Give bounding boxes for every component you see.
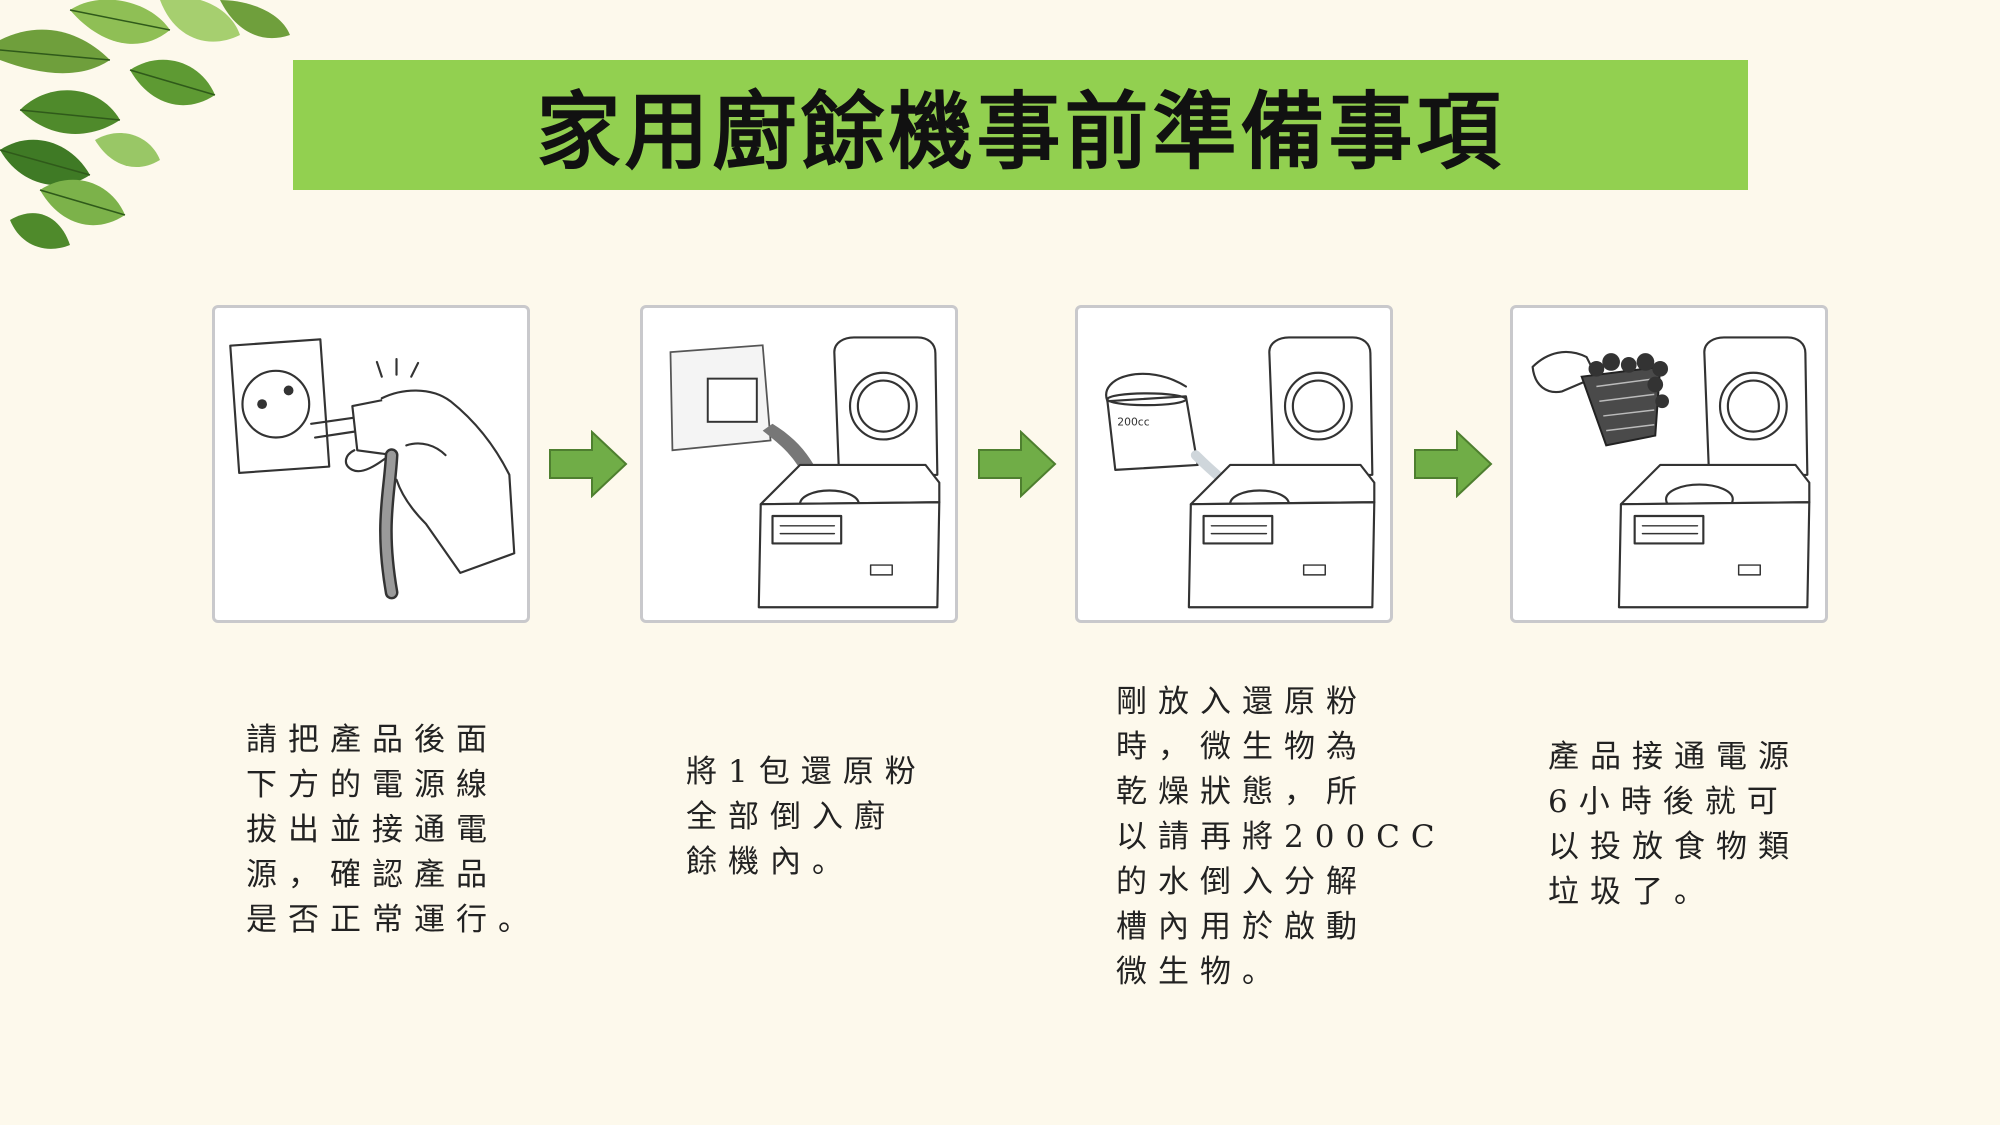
arrow-right-icon: [1414, 430, 1493, 498]
step-2-illustration: [640, 305, 958, 623]
page-title: 家用廚餘機事前準備事項: [536, 82, 1505, 181]
arrow-right-icon: [549, 430, 628, 498]
cup-volume-label: 200cc: [1117, 416, 1150, 429]
arrow-right-icon: [978, 430, 1057, 498]
pour-water-icon: 200cc: [1105, 336, 1376, 609]
step-4-caption: 產品接通電源 6小時後就可 以投放食物類 垃圾了。: [1548, 739, 1800, 910]
add-food-waste-icon: [1531, 336, 1811, 609]
title-banner: 家用廚餘機事前準備事項: [293, 60, 1748, 190]
step-3-caption: 剛放入還原粉 時，微生物為 乾燥狀態，所 以請再將200CC 的水倒入分解 槽內…: [1116, 684, 1446, 990]
pour-powder-icon: [669, 336, 941, 609]
plug-in-power-icon: [229, 338, 516, 600]
leaf-icon: [0, 0, 290, 249]
step-3-illustration: 200cc: [1075, 305, 1393, 623]
step-1-illustration: [212, 305, 530, 623]
step-2-caption: 將1包還原粉 全部倒入廚 餘機內。: [686, 754, 927, 880]
step-4-illustration: [1510, 305, 1828, 623]
leaves-decoration: [0, 0, 290, 249]
step-1-caption: 請把產品後面 下方的電源線 拔出並接通電 源，確認產品 是否正常運行。: [246, 722, 540, 938]
